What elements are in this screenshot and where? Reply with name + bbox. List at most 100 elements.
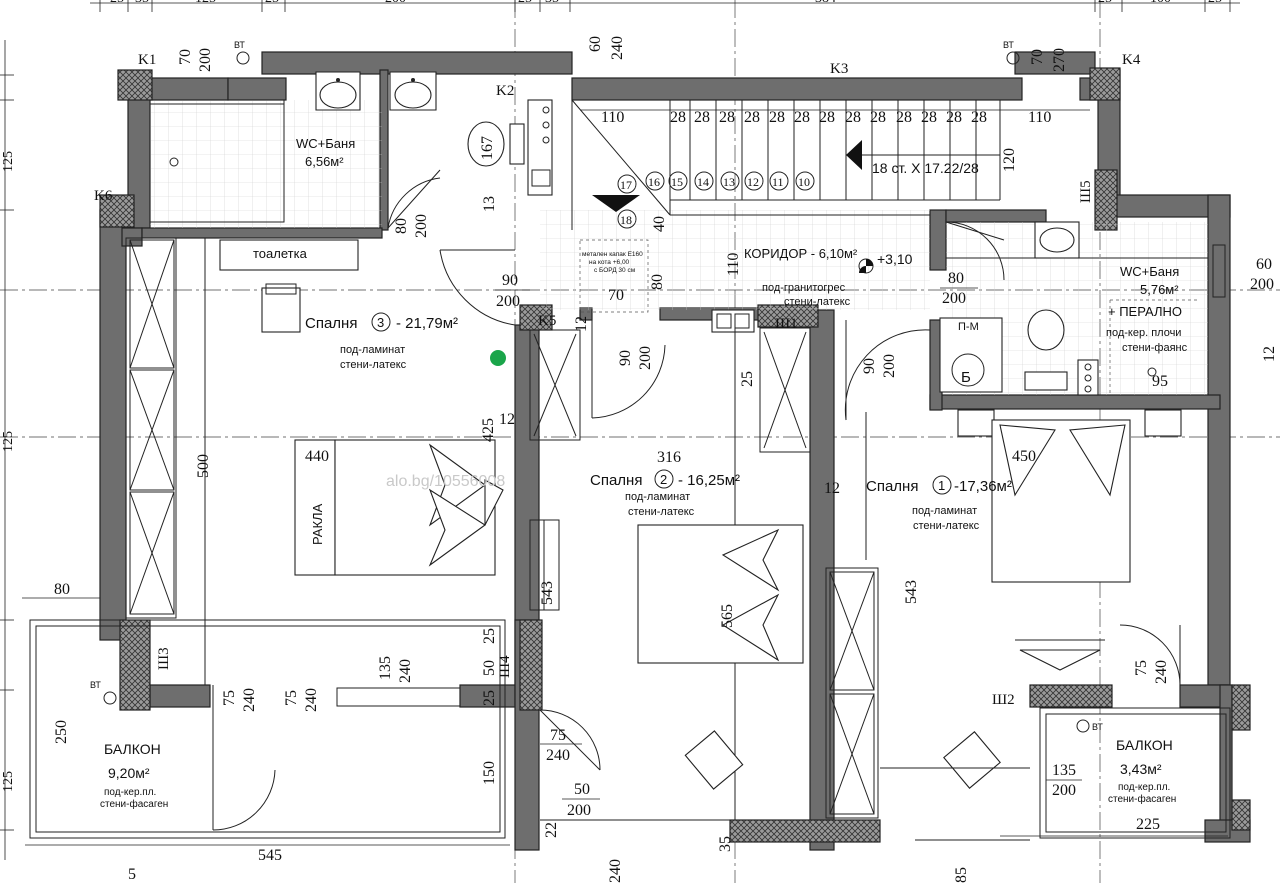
balcony-left-area: 9,20м² [108, 765, 150, 781]
vent-markers: ВТ ВТ ВТ ВТ [90, 40, 1103, 733]
step-10: 10 [798, 175, 810, 189]
bedroom-3-num: 3 [377, 315, 384, 330]
dim-200d: 200 [942, 290, 966, 307]
balcony-left: БАЛКОН 9,20м² под-кер.пл. стени-фасаген [29, 619, 506, 839]
dim-200f: 200 [637, 346, 654, 370]
corridor-name: КОРИДОР - 6,10м² [744, 246, 858, 261]
corridor-level: +3,10 [877, 251, 913, 267]
dim-35: 35 [717, 836, 734, 852]
dim-left-125c: 125 [1, 771, 16, 792]
tread-8: 28 [845, 109, 861, 126]
bedroom-1-floor: под-ламинат [912, 505, 977, 517]
dim-80: 80 [54, 581, 70, 598]
dim-565: 565 [719, 604, 736, 628]
dim-5: 5 [128, 866, 136, 883]
corridor-walls: стени-латекс [784, 296, 851, 308]
balcony-right: БАЛКОН 3,43м² под-кер.пл. стени-фасаген [1039, 707, 1231, 839]
bed-2 [637, 524, 804, 664]
dim-225: 225 [1136, 816, 1160, 833]
toilet-table-label: тоалетка [253, 246, 308, 261]
balcony-left-floor: под-кер.пл. [104, 787, 156, 798]
plant-icon [490, 350, 506, 366]
bath-2: П-М Б WC+Баня 5,76м² + ПЕРАЛНО под-кер. … [844, 221, 1226, 421]
watermark: alo.bg/10556008 [386, 473, 505, 490]
dim-500: 500 [195, 454, 212, 478]
dim-75d: 75 [1133, 660, 1150, 676]
chair [261, 287, 301, 333]
dim-12b: 12 [499, 411, 515, 428]
dim-70c: 70 [608, 287, 624, 304]
top-dimension-chain: 25 35 125 25 200 25 35 384 25 100 25 [90, 0, 1240, 12]
dim-90a: 90 [502, 272, 518, 289]
bedroom-3: тоалетка РАКЛА Спалня 3 - 21,79м² под-ла… [125, 237, 516, 831]
dim-135b: 135 [1052, 762, 1076, 779]
dim-270b: 270 [1051, 48, 1068, 72]
step-11: 11 [772, 175, 784, 189]
dim-120: 120 [1001, 148, 1018, 172]
stair-steps: 10 11 12 13 14 15 16 17 18 [617, 171, 815, 229]
dim-40: 40 [651, 216, 668, 232]
dim-25c: 25 [481, 690, 498, 706]
shaft-sh5: Ш5 [1078, 180, 1094, 203]
dim-240c: 240 [397, 659, 414, 683]
dim-545: 545 [258, 847, 282, 864]
dim-12c: 12 [824, 480, 840, 497]
step-17: 17 [620, 178, 632, 192]
column-k2: K2 [496, 83, 514, 99]
balcony-left-walls: стени-фасаген [100, 798, 168, 810]
dim-top-2: 35 [135, 0, 149, 6]
dim-95: 95 [1152, 373, 1168, 390]
balcony-right-area: 3,43м² [1120, 761, 1162, 777]
stair-treads [689, 100, 1001, 200]
bath-1: WC+Баня 6,56м² [149, 71, 553, 229]
dim-440: 440 [305, 448, 329, 465]
dim-200g: 200 [881, 354, 898, 378]
dim-425: 425 [480, 418, 497, 442]
dim-70a: 70 [177, 49, 194, 65]
step-18: 18 [620, 213, 632, 227]
columns [99, 67, 1251, 843]
dim-25b: 25 [481, 628, 498, 644]
dim-top-11: 25 [1208, 0, 1222, 6]
dim-240a: 240 [609, 36, 626, 60]
dim-top-4: 25 [265, 0, 279, 6]
tread-2: 28 [694, 109, 710, 126]
dim-75c: 75 [550, 727, 566, 744]
tread-11: 28 [921, 109, 937, 126]
balcony-right-floor: под-кер.пл. [1118, 782, 1170, 793]
dim-90b: 90 [617, 350, 634, 366]
dim-top-10: 100 [1150, 0, 1171, 6]
vent-label-2: ВТ [1003, 40, 1014, 50]
dim-240e: 240 [303, 688, 320, 712]
bedroom-1-name: Спалня [866, 478, 918, 495]
dim-200h: 200 [567, 802, 591, 819]
column-k3: K3 [830, 61, 848, 77]
wc-bath-2-extra: + ПЕРАЛНО [1108, 304, 1182, 319]
vent-label-1: ВТ [234, 40, 245, 50]
boiler [939, 317, 1003, 393]
boiler-b: Б [961, 369, 971, 386]
hatch-note-1: метален капак E160 [582, 251, 643, 258]
dim-200b: 200 [413, 214, 430, 238]
shaft-sh2: Ш2 [992, 692, 1015, 708]
stair-arrow-icon [846, 140, 862, 170]
stair-arrow-down-icon [592, 195, 640, 212]
dim-top-7: 35 [545, 0, 559, 6]
column-k1: K1 [138, 52, 156, 68]
tread-6: 28 [794, 109, 810, 126]
dim-240h: 240 [607, 859, 624, 883]
wc-bath-2-walls: стени-фаянс [1122, 342, 1188, 354]
wc-bath-2-floor: под-кер. плочи [1106, 327, 1181, 339]
dim-200i: 200 [1052, 782, 1076, 799]
wc-bath-1-area: 6,56м² [305, 154, 344, 169]
bedroom-2-name: Спалня [590, 472, 642, 489]
dim-70b: 70 [1029, 49, 1046, 65]
balcony-right-name: БАЛКОН [1116, 737, 1173, 753]
dim-top-3: 125 [195, 0, 216, 6]
tread-12: 28 [946, 109, 962, 126]
dim-50b: 50 [574, 781, 590, 798]
column-k4: K4 [1122, 52, 1141, 68]
bedroom-3-floor: под-ламинат [340, 344, 405, 356]
tread-7: 28 [819, 109, 835, 126]
